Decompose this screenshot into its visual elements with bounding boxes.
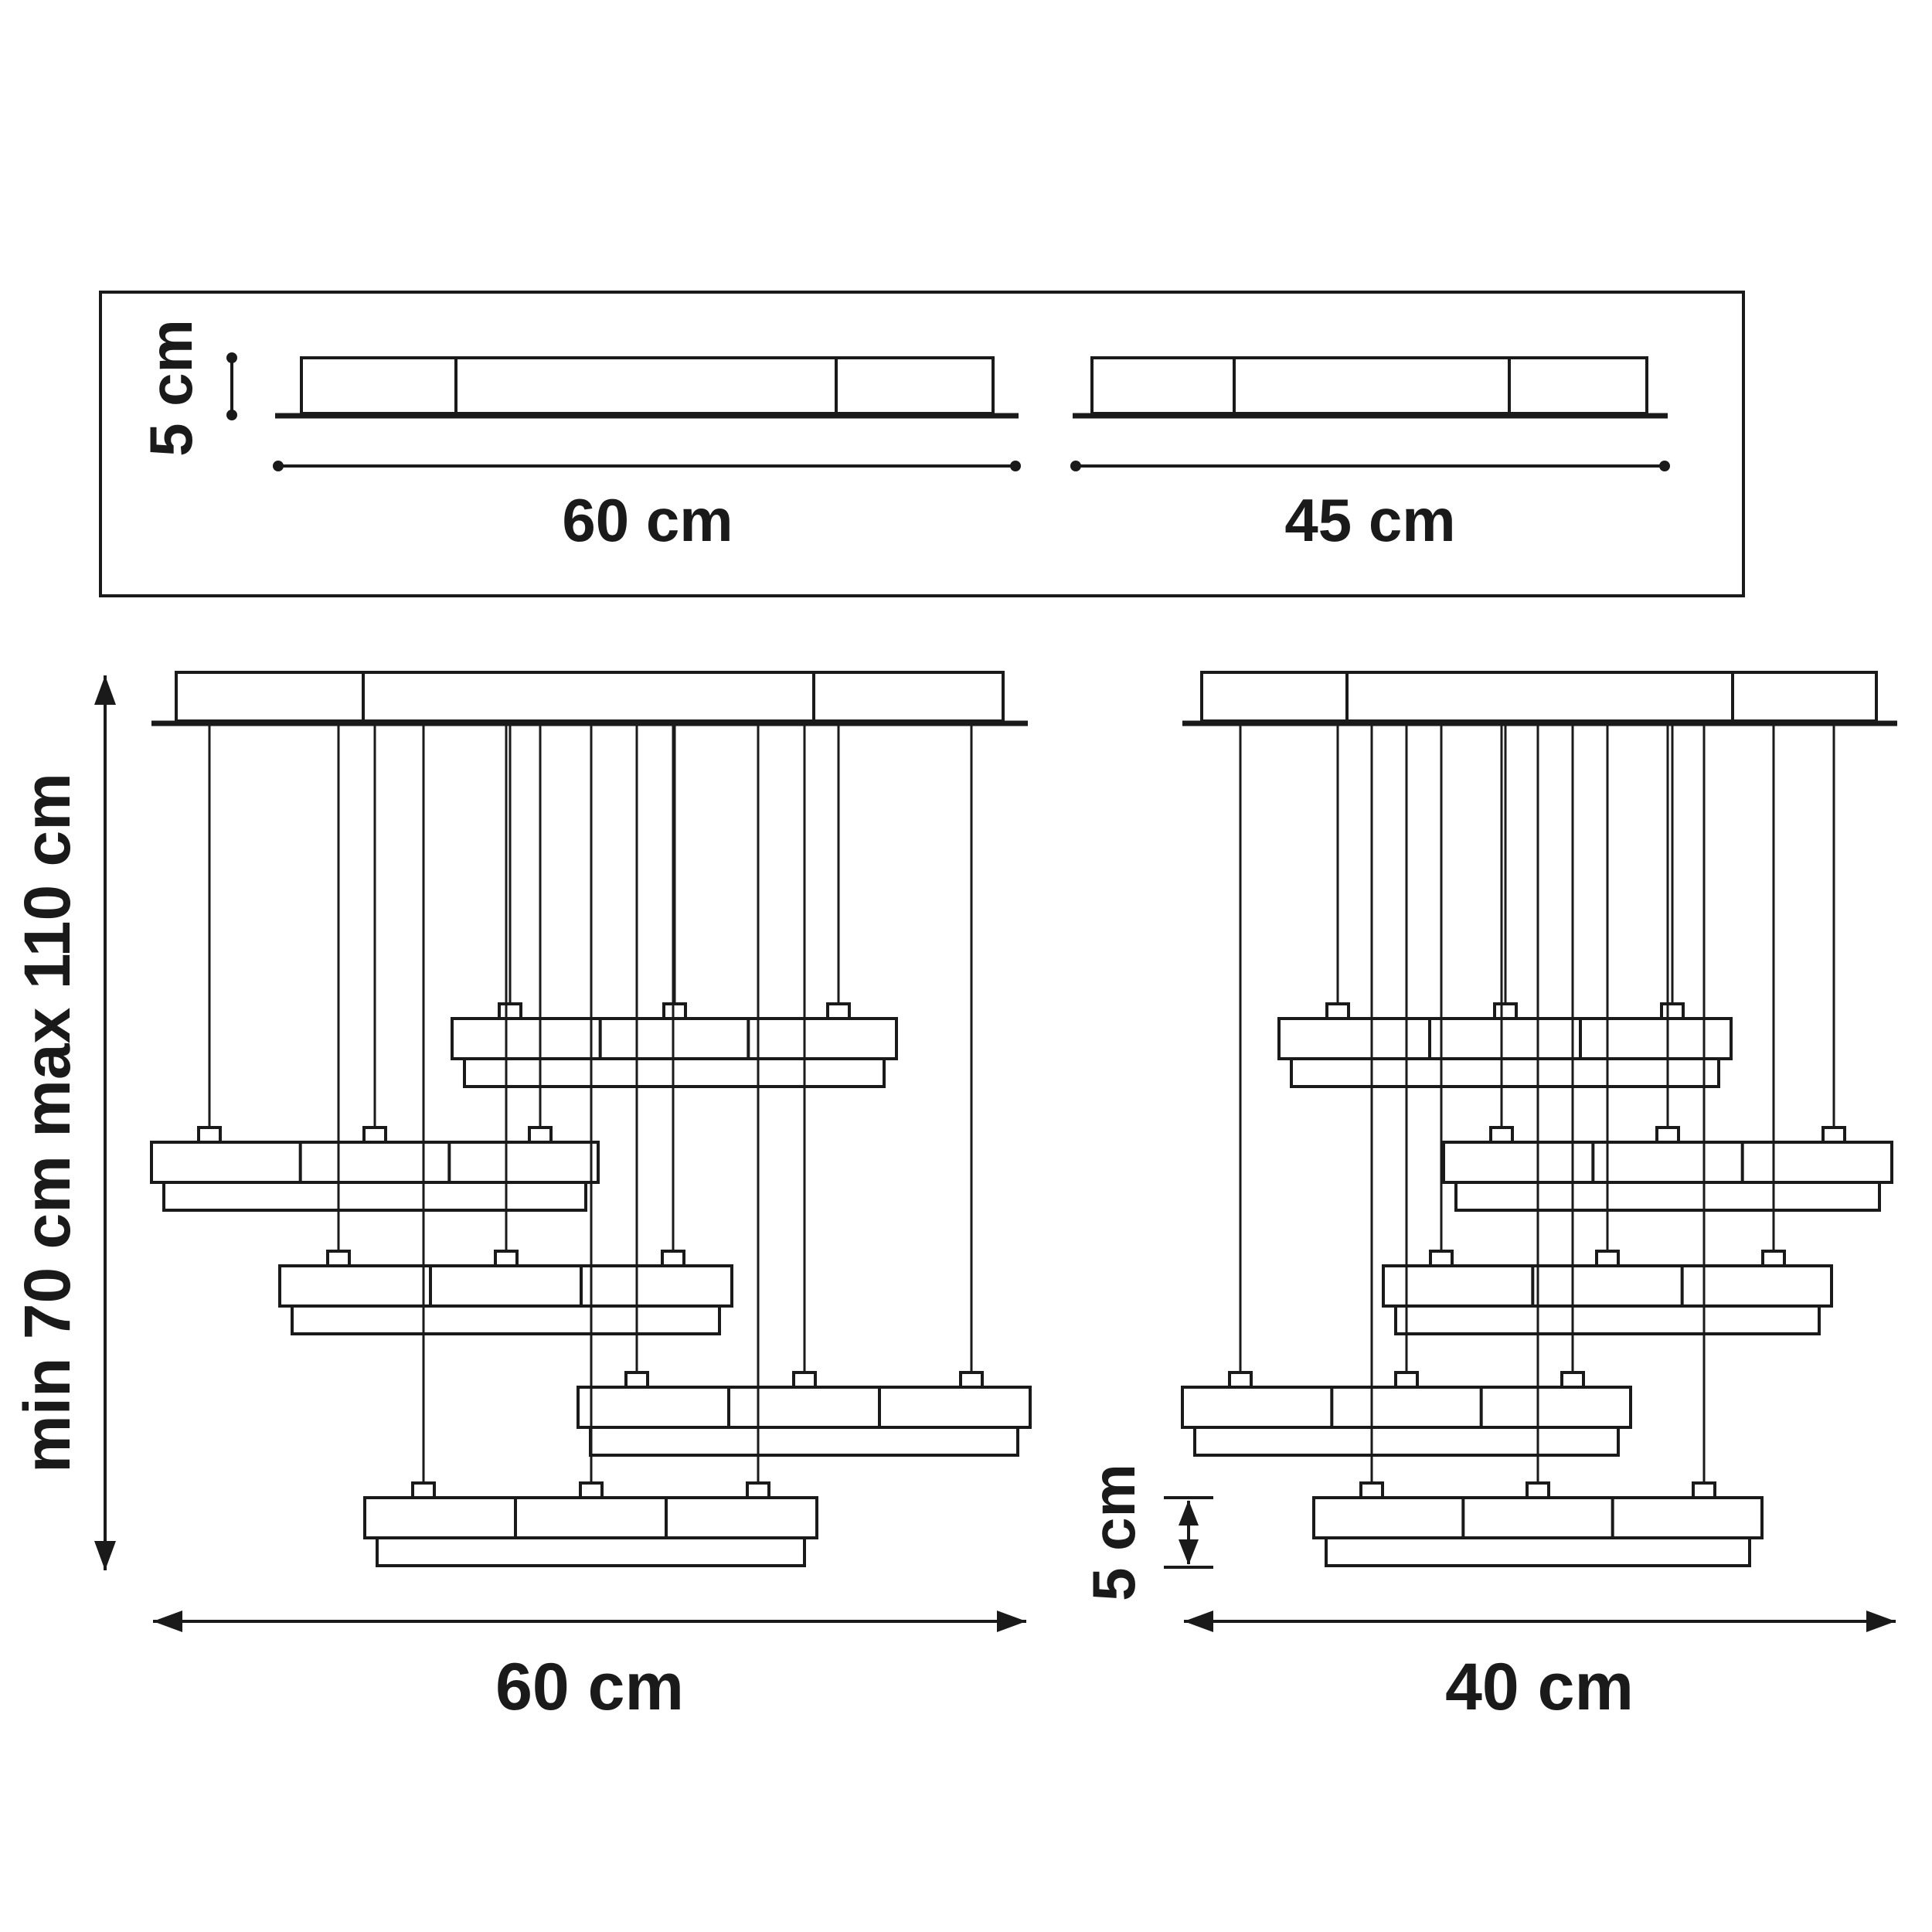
pendant-module-diffuser — [376, 1536, 806, 1567]
dimension-dot — [273, 461, 284, 471]
dimension-dot — [1659, 461, 1670, 471]
arrow-down-icon — [1179, 1539, 1199, 1565]
wire-connector — [792, 1371, 817, 1389]
plate-60-width-label: 60 cm — [562, 486, 733, 554]
pendant-module-diffuser — [1325, 1536, 1751, 1567]
module-height-dimension: 5 cm — [1080, 1464, 1213, 1601]
wire-connector — [826, 1002, 851, 1020]
right-width-label: 40 cm — [1445, 1650, 1634, 1724]
pendant-module-body — [150, 1141, 600, 1184]
height-dimension: min 70 cm max 110 cm — [11, 675, 116, 1570]
wire-connector — [1489, 1126, 1514, 1144]
pendant-module-body — [1442, 1141, 1893, 1184]
wire-connector — [1359, 1481, 1384, 1499]
pendant-module-body — [577, 1386, 1032, 1429]
plate-45-width-label: 45 cm — [1284, 486, 1455, 554]
wire-connector — [579, 1481, 604, 1499]
wire-connector — [1429, 1250, 1454, 1267]
right-suspension-wires — [1239, 723, 1835, 1483]
spec-panel: 5 cm 60 cm 45 cm — [99, 291, 1745, 597]
left-width-label: 60 cm — [495, 1650, 684, 1724]
dimension-dot — [1070, 461, 1081, 471]
wire-connector — [1692, 1481, 1716, 1499]
pendant-module-diffuser — [589, 1426, 1019, 1457]
pendant-module-body — [278, 1264, 733, 1308]
wire-connector — [1595, 1250, 1620, 1267]
plate-height-label: 5 cm — [137, 319, 205, 457]
wire-connector — [662, 1002, 687, 1020]
left-fixture: 60 cm — [150, 671, 1032, 1724]
plate-60-body — [300, 356, 995, 415]
dimension-dot — [226, 410, 237, 420]
wire-connector — [528, 1126, 553, 1144]
arrow-left-icon — [153, 1611, 182, 1632]
arrow-up-icon — [94, 675, 116, 705]
wire-connector — [1821, 1126, 1846, 1144]
wire-connector — [494, 1250, 519, 1267]
module-height-label: 5 cm — [1080, 1464, 1148, 1601]
pendant-module-body — [1312, 1496, 1764, 1539]
wire-connector — [1394, 1371, 1419, 1389]
right-pendant-modules — [1181, 1002, 1893, 1567]
wire-connector — [1560, 1371, 1585, 1389]
pendant-module-body — [1277, 1017, 1733, 1060]
arrow-down-icon — [94, 1541, 116, 1570]
wire-connector — [1325, 1002, 1350, 1020]
wire-connector — [326, 1250, 351, 1267]
spec-panel-border — [99, 291, 1745, 597]
left-canopy — [151, 671, 1028, 726]
wire-connector — [746, 1481, 770, 1499]
wire-connector — [1655, 1126, 1680, 1144]
pendant-module-body — [1382, 1264, 1833, 1308]
pendant-module-diffuser — [1394, 1304, 1821, 1335]
wire-connector — [411, 1481, 436, 1499]
pendant-module-diffuser — [1290, 1057, 1720, 1088]
dimension-dot — [1010, 461, 1021, 471]
left-suspension-wires — [208, 723, 973, 1483]
wire-connector — [624, 1371, 649, 1389]
pendant-module-diffuser — [1193, 1426, 1620, 1457]
left-width-dimension: 60 cm — [153, 1611, 1026, 1724]
arrow-left-icon — [1184, 1611, 1213, 1632]
left-canopy-body — [175, 671, 1005, 723]
arrow-right-icon — [997, 1611, 1026, 1632]
wire-connector — [1493, 1002, 1518, 1020]
dimension-dot — [226, 352, 237, 363]
pendant-module-diffuser — [1454, 1181, 1881, 1212]
pendant-module-diffuser — [291, 1304, 721, 1335]
height-range-label: min 70 cm max 110 cm — [11, 773, 83, 1473]
right-width-dimension: 40 cm — [1184, 1611, 1896, 1724]
wire-connector — [362, 1126, 387, 1144]
ceiling-plate-60-profile: 60 cm — [273, 356, 1021, 554]
wire-connector — [661, 1250, 685, 1267]
left-pendant-modules — [150, 1002, 1032, 1567]
arrow-up-icon — [1179, 1500, 1199, 1526]
wire-connector — [197, 1126, 222, 1144]
pendant-module-body — [1181, 1386, 1632, 1429]
right-canopy-body — [1200, 671, 1878, 723]
ceiling-plate-45-profile: 45 cm — [1070, 356, 1670, 554]
arrow-right-icon — [1866, 1611, 1896, 1632]
pendant-module-body — [363, 1496, 818, 1539]
pendant-module-diffuser — [162, 1181, 587, 1212]
wire-connector — [1526, 1481, 1550, 1499]
wire-connector — [1228, 1371, 1253, 1389]
wire-connector — [1660, 1002, 1685, 1020]
right-fixture: 5 cm 40 cm — [1080, 671, 1897, 1724]
wire-connector — [959, 1371, 984, 1389]
right-canopy — [1182, 671, 1897, 726]
plate-45-body — [1090, 356, 1648, 415]
plate-height-dimension: 5 cm — [137, 319, 237, 457]
wire-connector — [1761, 1250, 1786, 1267]
wire-connector — [498, 1002, 522, 1020]
